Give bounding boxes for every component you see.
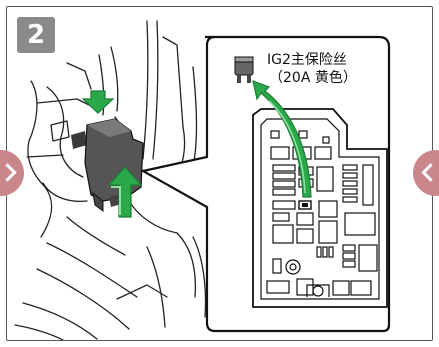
fuse-callout: IG2主保险丝 （20A 黄色） <box>267 51 377 87</box>
chevron-left-icon <box>0 163 17 181</box>
illustration-frame: 2 IG2主保险丝 （20A 黄色） <box>6 6 433 341</box>
fuse-box-housing <box>71 119 143 211</box>
step-number-badge: 2 <box>17 17 55 53</box>
fuse-name-label: IG2主保险丝 <box>267 51 377 69</box>
fuse-spec-label: （20A 黄色） <box>267 69 377 87</box>
ig2-fuse-highlight <box>299 201 311 209</box>
chevron-right-icon <box>421 163 439 181</box>
